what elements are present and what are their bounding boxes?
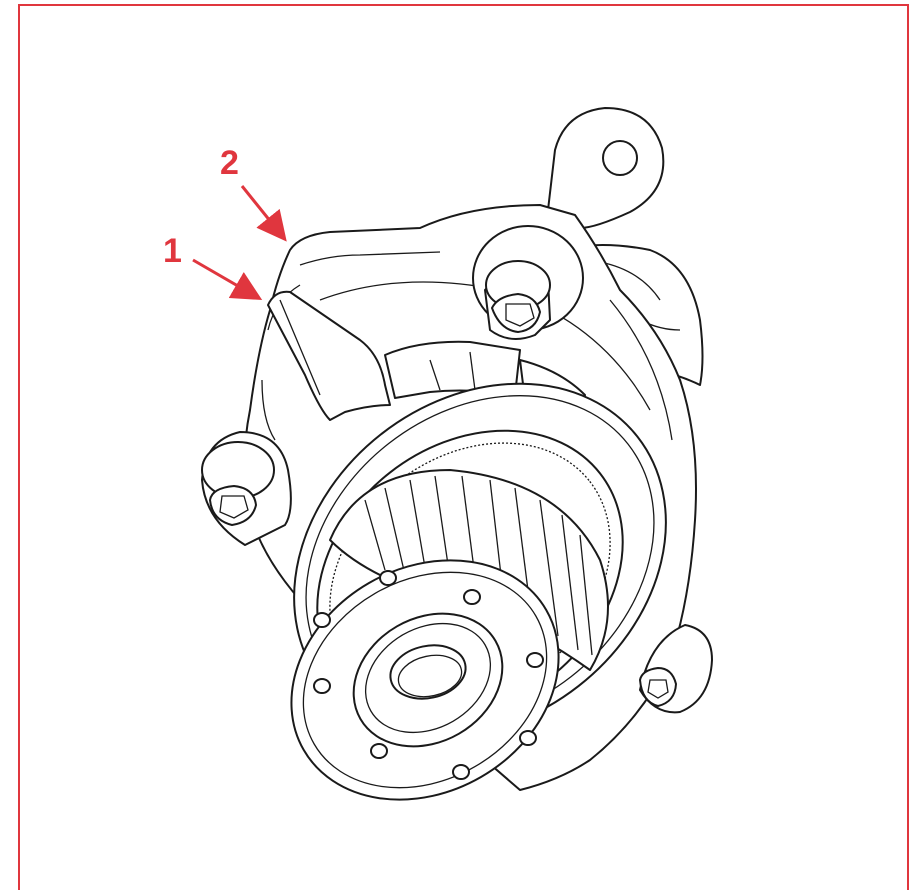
upper-mounting-ear [547,107,665,229]
callout-2-label: 2 [220,144,239,182]
callout-1-label: 1 [163,232,182,270]
callout-2-arrow [240,185,287,242]
front-flange [290,559,560,801]
callout-1-arrow [192,258,263,301]
upper-bolt [472,225,584,340]
left-bolt [201,431,292,546]
lower-bolt [639,624,713,714]
flange-holes [313,570,544,780]
